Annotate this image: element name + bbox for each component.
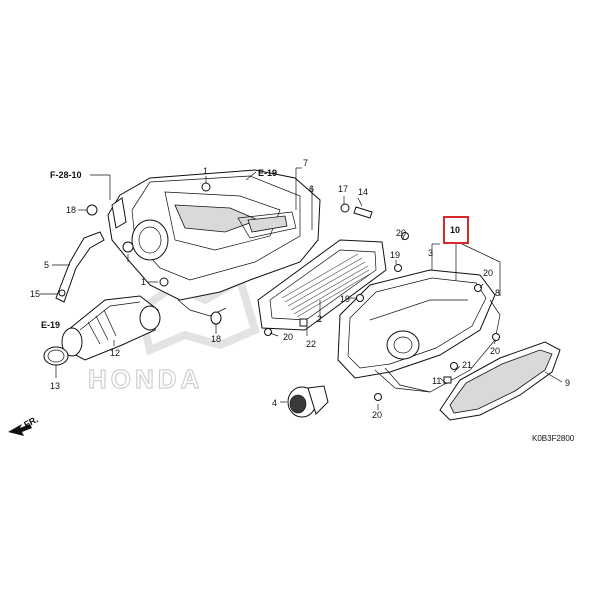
- bolt-icon[interactable]: [492, 333, 500, 341]
- fasteners: [58, 182, 500, 401]
- callout-9: 9: [565, 378, 570, 388]
- intake-duct[interactable]: [287, 385, 329, 418]
- arrow-left-icon: [8, 424, 32, 436]
- callout-15: 15: [30, 289, 40, 299]
- callout-20-bottom: 20: [372, 410, 382, 420]
- callout-20-cover: 20: [490, 346, 500, 356]
- callout-14: 14: [358, 187, 368, 197]
- callout-18-upper: 18: [66, 205, 76, 215]
- bolt-icon[interactable]: [201, 182, 211, 192]
- air-cleaner-case-upper[interactable]: [107, 169, 321, 317]
- cover-gasket[interactable]: [374, 299, 501, 393]
- ref-f-28-10-label: F-28-10: [50, 170, 82, 180]
- screw-icon[interactable]: [353, 206, 373, 219]
- ref-e-19-left-label: E-19: [41, 320, 60, 330]
- callout-1-lower: 1: [141, 277, 146, 287]
- callout-20-right: 20: [483, 268, 493, 278]
- connecting-tube[interactable]: [61, 295, 161, 361]
- callout-20-upper: 20: [396, 228, 406, 238]
- callout-6: 6: [309, 184, 314, 194]
- bolt-icon[interactable]: [374, 393, 382, 401]
- callout-20-left: 20: [283, 332, 293, 342]
- outer-cover[interactable]: [439, 341, 561, 421]
- clip-icon[interactable]: [443, 376, 452, 384]
- leader-lines: [40, 167, 563, 410]
- drain-plug-icon[interactable]: [299, 318, 308, 327]
- callout-4: 4: [272, 398, 277, 408]
- honda-watermark-text: HONDA: [88, 364, 203, 394]
- front-direction-indicator: FR.: [8, 414, 40, 436]
- grommet-icon[interactable]: [210, 311, 222, 325]
- callout-11: 11: [432, 376, 441, 386]
- hose-clamp[interactable]: [43, 346, 69, 366]
- front-direction-label: FR.: [22, 414, 39, 430]
- bolt-icon[interactable]: [394, 264, 402, 272]
- callout-2: 2: [317, 314, 322, 324]
- callout-3: 3: [428, 248, 433, 258]
- callout-5: 5: [44, 260, 49, 270]
- bolt-icon[interactable]: [86, 204, 98, 216]
- bolt-icon[interactable]: [159, 277, 169, 287]
- callout-13: 13: [50, 381, 60, 391]
- callout-19-lower: 19: [340, 294, 350, 304]
- callout-8: 8: [495, 288, 500, 298]
- bolt-icon[interactable]: [450, 362, 458, 370]
- bolt-icon[interactable]: [474, 284, 482, 292]
- callout-1-upper: 1: [203, 166, 208, 176]
- highlighted-part-frame: [443, 216, 469, 244]
- callout-18-lower: 18: [211, 334, 221, 344]
- callout-7: 7: [303, 158, 308, 168]
- ref-e-19-top-label: E-19: [258, 168, 277, 178]
- callout-19-upper: 19: [390, 250, 400, 260]
- breather-tube[interactable]: [55, 231, 105, 303]
- bolt-icon[interactable]: [340, 203, 350, 213]
- air-cleaner-cover[interactable]: [337, 269, 496, 393]
- catalog-code: K0B3F2800: [532, 434, 575, 443]
- bolt-icon[interactable]: [122, 241, 134, 253]
- bolt-icon[interactable]: [264, 328, 272, 336]
- callout-21: 21: [462, 360, 472, 370]
- bolt-icon[interactable]: [58, 289, 66, 297]
- callout-10: 10: [450, 225, 460, 235]
- callout-labels: F-28-10 E-19 E-19 1 1 2 3 4 5 6 7 8 9 10…: [30, 158, 570, 420]
- bolt-icon[interactable]: [356, 294, 364, 302]
- air-filter-element[interactable]: [257, 239, 387, 331]
- callout-12: 12: [110, 348, 120, 358]
- callout-22: 22: [306, 339, 316, 349]
- callout-17: 17: [338, 184, 348, 194]
